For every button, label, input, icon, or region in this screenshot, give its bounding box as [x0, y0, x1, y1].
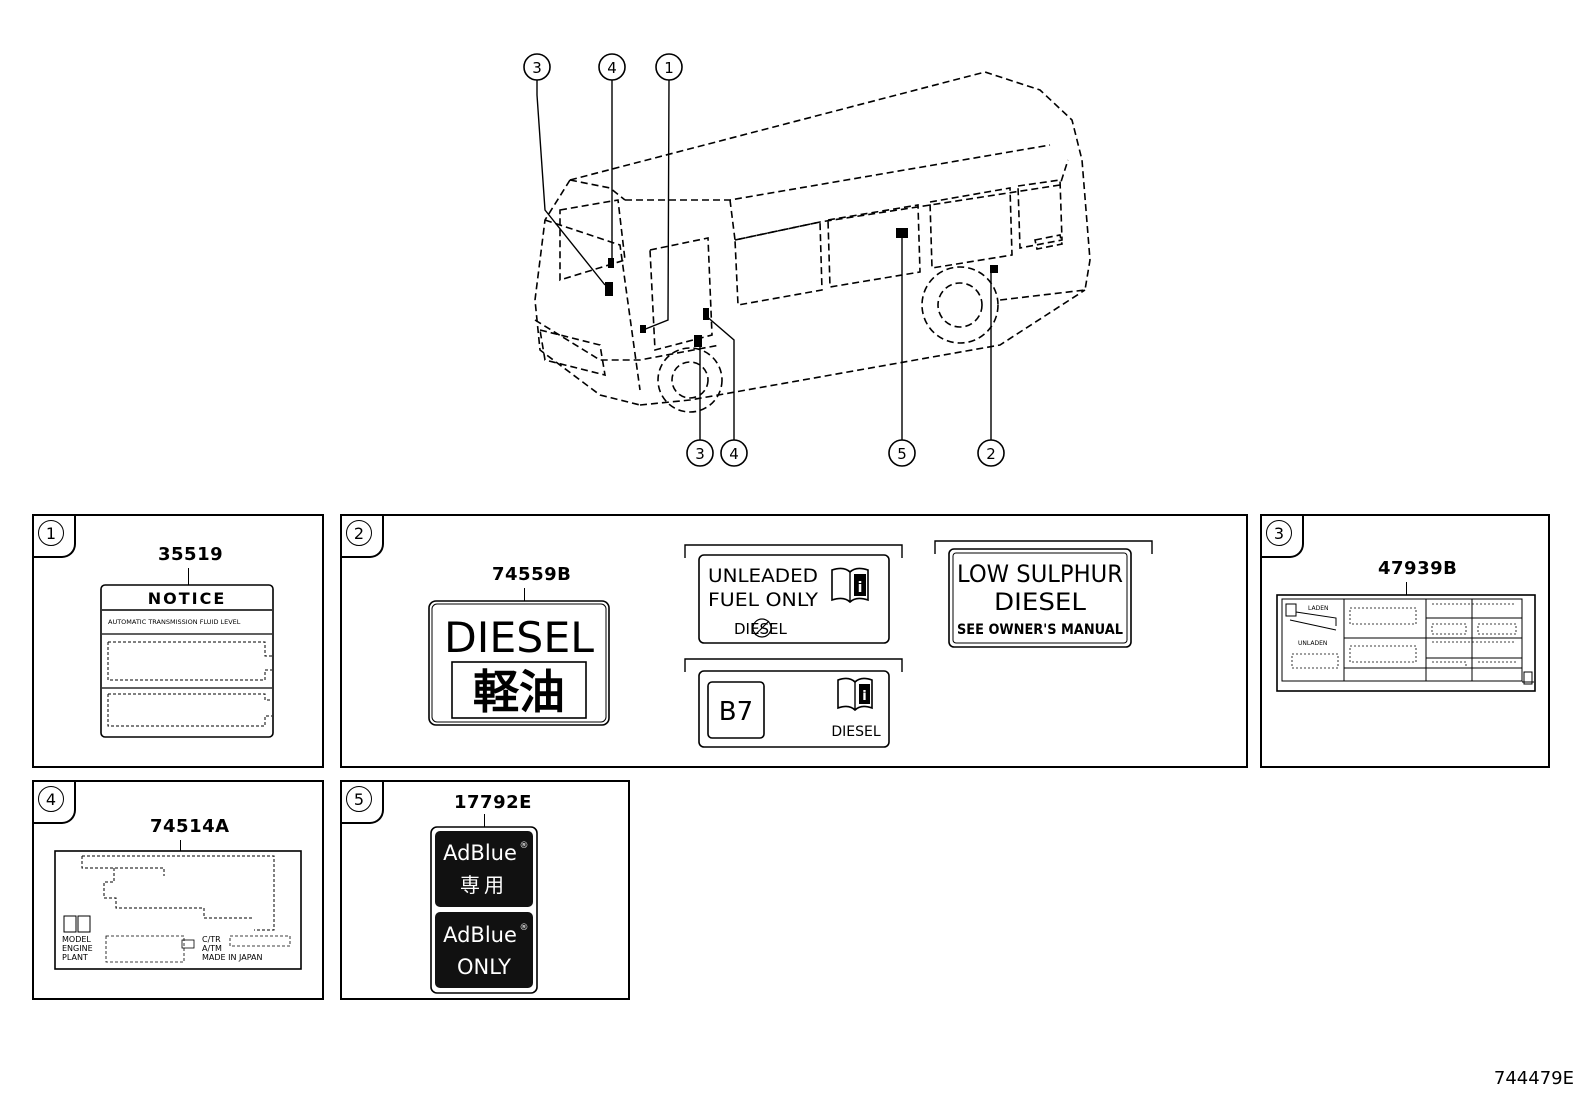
diesel-jp-text: 軽油 — [473, 665, 565, 719]
bracket — [684, 544, 903, 558]
atm-text: A/TM — [202, 944, 222, 953]
callout-bottom-3: 3 — [695, 445, 705, 463]
panel-3: 3 47939B LADEN UNLADEN — [1260, 514, 1550, 768]
diesel-text: DIESEL — [444, 613, 595, 662]
tire-pressure-label: LADEN UNLADEN — [1276, 594, 1536, 692]
leader-line — [524, 588, 525, 602]
panel-number: 5 — [346, 786, 372, 812]
leader-line — [484, 814, 485, 828]
part-number: 17792E — [454, 792, 532, 813]
callout-top-4: 4 — [607, 59, 617, 77]
panel-5: 5 17792E AdBlue ® 専用 AdBlue ® ONLY — [340, 780, 630, 1000]
leader-line — [180, 840, 181, 852]
cltr-text: C/TR — [202, 935, 221, 944]
panel-tab: 3 — [1260, 514, 1304, 558]
callout-top-3: 3 — [532, 59, 542, 77]
laden-text: LADEN — [1308, 605, 1328, 612]
low-sulphur-text: LOW SULPHUR — [957, 560, 1123, 588]
adblue-bottom-text: AdBlue — [443, 923, 517, 947]
diesel-label: DIESEL 軽油 — [428, 600, 610, 726]
bus-illustration: 3 4 1 3 4 5 2 — [523, 53, 1091, 467]
part-number: 35519 — [158, 544, 224, 565]
callout-top-1: 1 — [664, 59, 674, 77]
fuel-only-text: FUEL ONLY — [708, 589, 818, 611]
adblue-jp-text: 専用 — [460, 873, 508, 897]
unleaded-label: UNLEADED FUEL ONLY DIESEL i — [698, 554, 890, 644]
part-number: 74559B — [492, 564, 572, 585]
part-number: 47939B — [1378, 558, 1458, 579]
leader-line — [1406, 582, 1407, 596]
notice-label: NOTICE AUTOMATIC TRANSMISSION FLUID LEVE… — [100, 584, 274, 738]
panel-number: 3 — [1266, 520, 1292, 546]
diagram-code: 744479E — [1493, 1068, 1574, 1089]
low-sulphur-label: LOW SULPHUR DIESEL SEE OWNER'S MANUAL — [948, 548, 1132, 648]
registered-mark: ® — [520, 923, 529, 933]
made-in-japan-text: MADE IN JAPAN — [202, 953, 262, 962]
panel-number: 2 — [346, 520, 372, 546]
model-text: MODEL — [62, 935, 91, 944]
panel-number: 4 — [38, 786, 64, 812]
notice-subtitle: AUTOMATIC TRANSMISSION FLUID LEVEL — [108, 618, 241, 626]
adblue-top-text: AdBlue — [443, 841, 517, 865]
see-manual-text: SEE OWNER'S MANUAL — [957, 622, 1123, 638]
engine-text: ENGINE — [62, 944, 93, 953]
ls-diesel-text: DIESEL — [994, 588, 1087, 616]
registered-mark: ® — [520, 841, 529, 851]
callout-bottom-4: 4 — [729, 445, 739, 463]
b7-diesel-text: DIESEL — [831, 724, 880, 740]
panel-2: 2 74559B DIESEL 軽油 UNLEADED FUEL ONLY DI… — [340, 514, 1248, 768]
b7-label: B7 i DIESEL — [698, 670, 890, 748]
panel-tab: 5 — [340, 780, 384, 824]
manual-icon: i — [831, 567, 869, 604]
panel-tab: 4 — [32, 780, 76, 824]
notice-title: NOTICE — [148, 589, 227, 608]
svg-text:i: i — [858, 580, 863, 596]
b7-text: B7 — [719, 697, 753, 727]
adblue-only-text: ONLY — [457, 955, 511, 979]
panel-tab: 2 — [340, 514, 384, 558]
panel-1: 1 35519 NOTICE AUTOMATIC TRANSMISSION FL… — [32, 514, 324, 768]
panel-4: 4 74514A MODEL ENGINE PLANT C/TR A/TM MA… — [32, 780, 324, 1000]
plant-text: PLANT — [62, 953, 88, 962]
vin-plate-label: MODEL ENGINE PLANT C/TR A/TM MADE IN JAP… — [54, 850, 302, 970]
adblue-label: AdBlue ® 専用 AdBlue ® ONLY — [430, 826, 538, 994]
bracket — [934, 540, 1153, 554]
callout-bottom-2: 2 — [986, 445, 996, 463]
panel-number: 1 — [38, 520, 64, 546]
unladen-text: UNLADEN — [1298, 640, 1327, 647]
part-number: 74514A — [150, 816, 230, 837]
svg-text:i: i — [862, 689, 866, 704]
panel-tab: 1 — [32, 514, 76, 558]
unleaded-text: UNLEADED — [708, 565, 818, 587]
bracket — [684, 658, 903, 672]
leader-line — [188, 568, 189, 586]
callout-bottom-5: 5 — [897, 445, 907, 463]
manual-icon: i — [837, 677, 873, 712]
